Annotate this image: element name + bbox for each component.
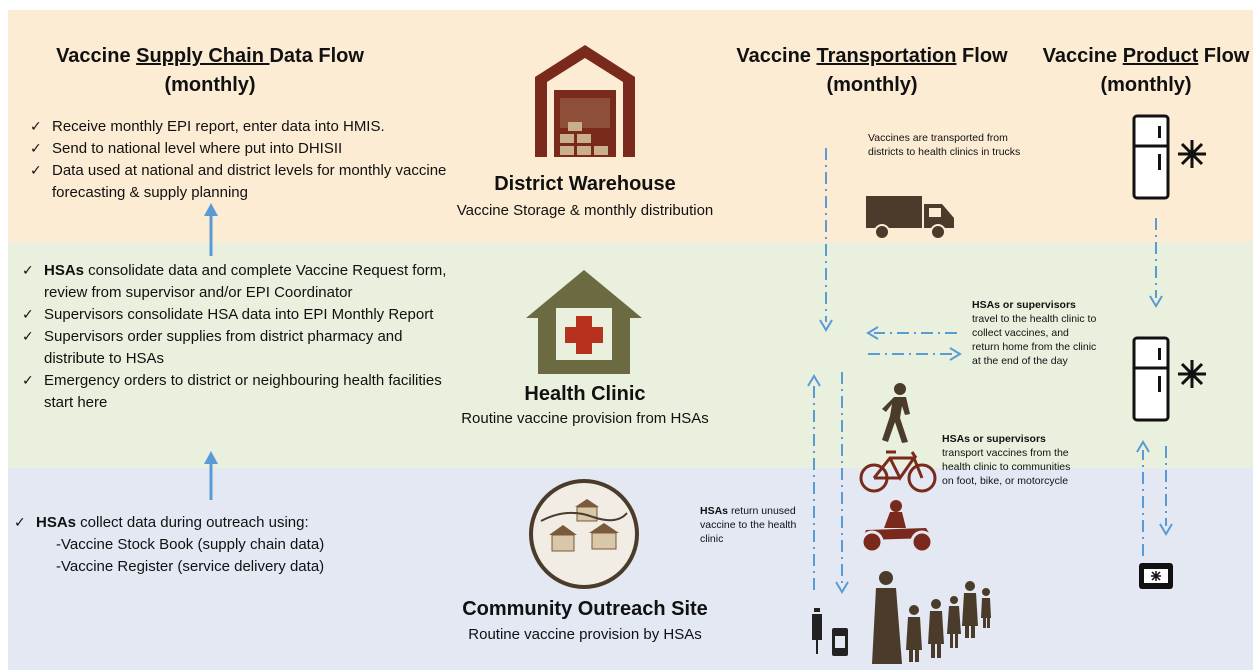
truck-icon (866, 196, 954, 240)
walking-person-icon (882, 383, 910, 443)
list-item: Supervisors consolidate HSA data into EP… (22, 304, 458, 326)
community-village-icon (529, 479, 639, 589)
district-caption: Vaccine Storage & monthly distribution (456, 202, 714, 219)
refrigerator-icon-clinic (1132, 336, 1206, 422)
bicycle-icon (859, 450, 937, 493)
mothers-children-icon (872, 571, 991, 664)
community-title: Community Outreach Site (462, 598, 708, 620)
list-item: Supervisors order supplies from district… (22, 326, 458, 370)
district-data-list: Receive monthly EPI report, enter data i… (30, 116, 450, 204)
supply-chain-header: Vaccine Supply Chain Data Flow (monthly) (56, 45, 364, 96)
list-subitem: -Vaccine Stock Book (supply chain data) (56, 536, 325, 553)
syringe-vial-icon (812, 608, 848, 656)
clinic-house-icon (526, 270, 642, 374)
list-item: Emergency orders to district or neighbou… (22, 370, 458, 414)
community-data-list: HSAs collect data during outreach using:… (14, 512, 394, 578)
community-caption: Routine vaccine provision by HSAs (468, 626, 702, 643)
list-item: HSAs consolidate data and complete Vacci… (22, 260, 458, 304)
refrigerator-icon-district (1132, 114, 1206, 200)
transport-header: Vaccine Transportation Flow (monthly) (736, 45, 1008, 96)
cool-box-icon (1139, 563, 1173, 589)
clinic-title: Health Clinic (524, 383, 646, 405)
list-item: Send to national level where put into DH… (30, 138, 450, 160)
list-subitem: -Vaccine Register (service delivery data… (56, 558, 325, 575)
motorcycle-icon (860, 500, 934, 554)
list-item: Receive monthly EPI report, enter data i… (30, 116, 450, 138)
return-note: HSAs return unused vaccine to the health… (700, 505, 797, 545)
community-band (8, 468, 1253, 670)
warehouse-icon (535, 45, 635, 157)
clinic-caption: Routine vaccine provision from HSAs (461, 410, 709, 427)
list-item: Data used at national and district level… (30, 160, 450, 204)
trucks-note: Vaccines are transported from districts … (868, 132, 1021, 158)
clinic-data-list: HSAs consolidate data and complete Vacci… (22, 260, 458, 414)
product-header: Vaccine Product Flow (monthly) (1042, 45, 1250, 96)
list-item: HSAs collect data during outreach using: (14, 512, 394, 534)
district-title: District Warehouse (494, 173, 676, 195)
